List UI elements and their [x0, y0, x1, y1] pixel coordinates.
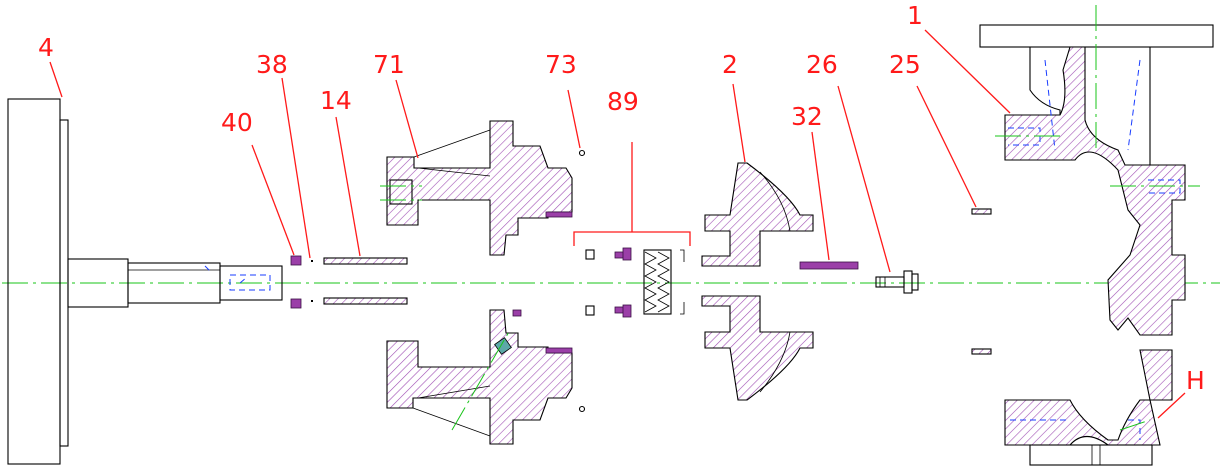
leader-lines [49, 29, 1186, 419]
callout-71: 71 [373, 50, 405, 79]
leader-2 [732, 83, 746, 163]
leader-4 [49, 61, 63, 98]
leader-32 [811, 131, 830, 261]
callout-h: H [1186, 366, 1205, 395]
callout-89: 89 [607, 87, 639, 116]
part-25-gasket [971, 208, 992, 355]
leader-26 [837, 85, 891, 273]
part-2-impeller [701, 162, 814, 401]
part-14-sleeve [323, 257, 408, 305]
part-32-key [799, 261, 859, 270]
leader-1 [924, 29, 1011, 114]
part-38-pin [311, 260, 313, 302]
callout-26: 26 [806, 50, 838, 79]
callout-4: 4 [38, 33, 54, 62]
callout-32: 32 [791, 102, 823, 131]
callout-14: 14 [320, 86, 352, 115]
part-4-motor-shaft [7, 98, 283, 465]
leader-73 [567, 89, 581, 149]
part-26-bolt [875, 270, 919, 294]
part-89-seal [585, 247, 685, 318]
leader-h [1157, 392, 1186, 419]
leader-71 [395, 79, 419, 159]
callout-1: 1 [907, 1, 923, 30]
leader-89 [573, 142, 691, 246]
callout-25: 25 [889, 50, 921, 79]
callout-2: 2 [722, 50, 738, 79]
leader-38 [281, 77, 311, 259]
leader-25 [916, 85, 977, 208]
callout-38: 38 [256, 50, 288, 79]
callout-73: 73 [545, 50, 577, 79]
part-73-ring [578, 149, 586, 413]
leader-14 [335, 116, 361, 257]
part-40-key [290, 255, 302, 309]
part-1-casing [979, 5, 1214, 466]
leader-40 [251, 144, 295, 256]
callout-labels: 4 38 71 73 40 14 89 2 26 25 32 1 H [38, 1, 1205, 395]
callout-40: 40 [221, 108, 253, 137]
part-71-bracket [380, 120, 573, 445]
